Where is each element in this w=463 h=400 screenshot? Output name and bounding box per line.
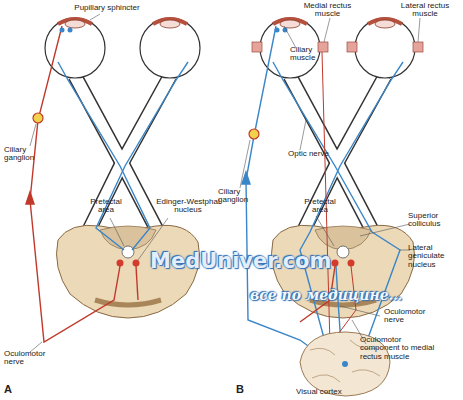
nucleus-dot <box>133 260 140 267</box>
watermark: MedUniver.com <box>150 250 320 272</box>
lens <box>160 20 180 28</box>
panel-letter: A <box>4 384 24 396</box>
part-label: Oculomotor nerve <box>4 350 54 367</box>
near-reflex-pathway <box>242 26 403 362</box>
watermark: все по медицине… <box>250 288 430 303</box>
part-label: Pretectal area <box>300 198 340 215</box>
part-label: Lateral rectus muscle <box>395 2 455 19</box>
part-label: Oculomotor nerve <box>384 308 436 325</box>
extraocular-muscles <box>252 42 423 52</box>
part-label: Optic nerve <box>288 150 348 158</box>
cerebral-peduncle <box>95 300 161 305</box>
part-label: Medial rectus muscle <box>300 2 355 19</box>
lens <box>65 20 85 28</box>
part-label: Visual cortex <box>296 388 366 396</box>
part-label: Oculomotor component to medial rectus mu… <box>360 336 440 361</box>
part-label: Edinger-Westphal nucleus <box>150 198 226 215</box>
part-label: Pupillary sphincter <box>62 4 152 12</box>
panel-letter: B <box>236 384 256 396</box>
light-reflex-pathway <box>26 26 188 342</box>
eyeball <box>140 18 200 78</box>
part-label: Superior colliculus <box>408 212 460 229</box>
part-label: Ciliary muscle <box>290 46 326 63</box>
part-label: Ciliary ganglion <box>4 146 44 163</box>
nucleus-dot <box>117 260 124 267</box>
eye-and-midbrain-anatomy <box>45 18 200 318</box>
optic-nerve-fill <box>75 76 158 232</box>
part-label: Pretectal area <box>86 198 126 215</box>
part-label: Ciliary ganglion <box>218 188 258 205</box>
part-label: Lateral geniculate nucleus <box>408 244 460 269</box>
cerebral-aqueduct <box>122 246 134 258</box>
optic-nerve-outline <box>75 76 158 232</box>
eyeball <box>45 18 105 78</box>
